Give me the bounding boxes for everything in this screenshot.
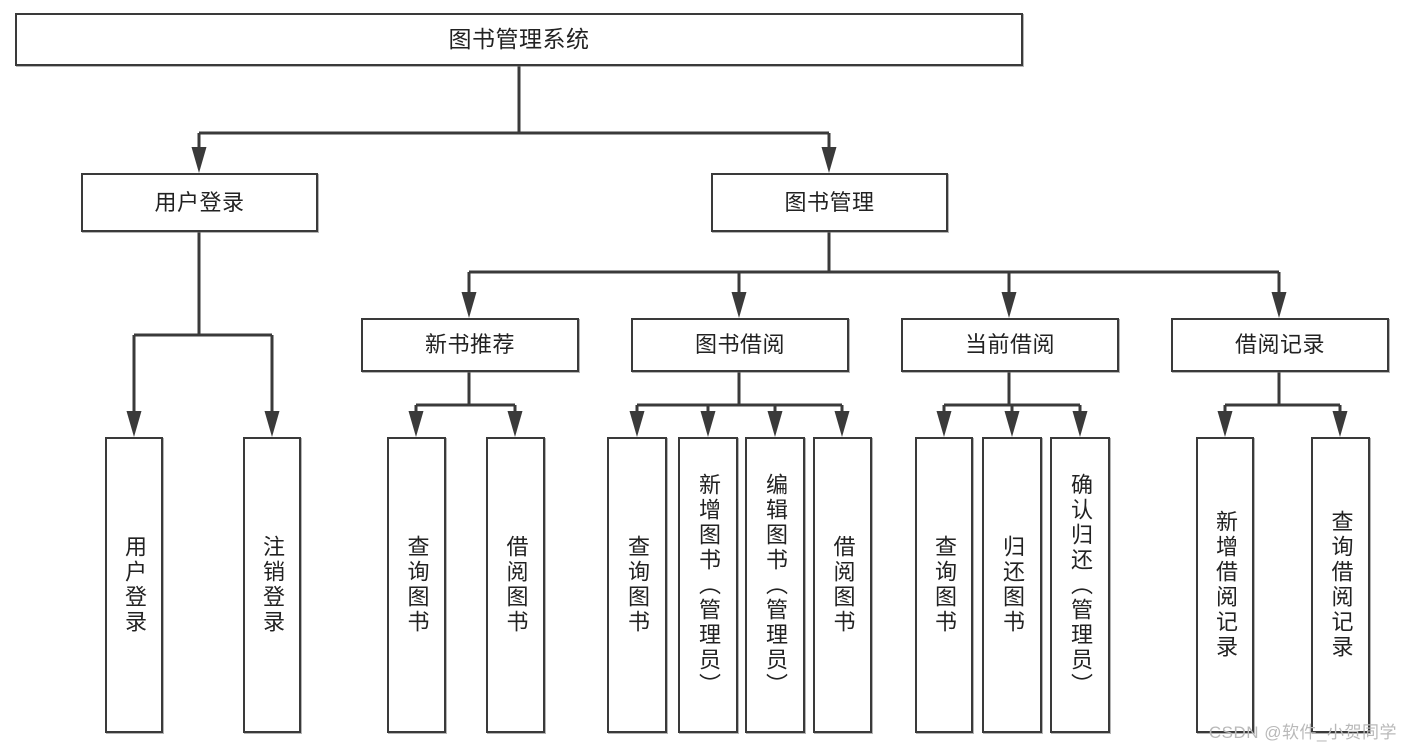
node-label-leaf-add-book: 新增图书（管理员） [696,472,721,698]
arrow-head-user-login-to-leaves-0 [126,411,142,437]
node-book-manage[interactable]: 图书管理 [711,173,948,232]
node-leaf-edit-book[interactable]: 编辑图书（管理员） [745,437,805,733]
node-label-leaf-return-book: 归还图书 [1000,535,1025,635]
arrow-head-book-borrow-to-leaves-3 [834,411,850,437]
arrow-head-book-manage-to-level2-3 [1271,292,1287,318]
node-book-borrow[interactable]: 图书借阅 [631,318,849,372]
node-leaf-query-book-2[interactable]: 查询图书 [607,437,667,733]
arrow-head-new-book-to-leaves-0 [408,411,424,437]
node-label-leaf-query-book-1: 查询图书 [404,535,430,635]
node-label-leaf-query-record: 查询借阅记录 [1328,510,1354,660]
arrow-head-book-borrow-to-leaves-0 [629,411,645,437]
node-leaf-query-book-1[interactable]: 查询图书 [387,437,446,733]
node-leaf-borrow-book-1[interactable]: 借阅图书 [486,437,545,733]
arrow-head-user-login-to-leaves-1 [264,411,280,437]
node-label-user-login: 用户登录 [154,189,245,215]
node-label-borrow-record: 借阅记录 [1234,332,1325,358]
node-leaf-user-login[interactable]: 用户登录 [105,437,163,733]
arrow-head-current-borrow-to-leaves-1 [1004,411,1020,437]
arrow-head-borrow-record-to-leaves-0 [1217,411,1233,437]
node-leaf-add-book[interactable]: 新增图书（管理员） [678,437,738,733]
arrow-head-book-manage-to-level2-1 [731,292,747,318]
node-label-leaf-borrow-book-2: 借阅图书 [830,535,856,635]
arrow-head-book-borrow-to-leaves-1 [700,411,716,437]
node-label-leaf-query-book-2: 查询图书 [625,535,650,635]
node-label-root: 图书管理系统 [448,25,590,52]
arrow-head-book-manage-to-level2-0 [461,292,477,318]
node-user-login[interactable]: 用户登录 [81,173,318,232]
node-new-book-recommend[interactable]: 新书推荐 [361,318,579,372]
node-label-leaf-edit-book: 编辑图书（管理员） [763,472,788,698]
arrow-head-root-to-level1-0 [191,147,207,173]
node-label-current-borrow: 当前借阅 [964,332,1055,358]
node-leaf-add-record[interactable]: 新增借阅记录 [1196,437,1254,733]
node-label-book-borrow: 图书借阅 [694,332,785,358]
arrow-head-book-manage-to-level2-2 [1001,292,1017,318]
node-label-leaf-user-logout: 注销登录 [260,535,285,635]
arrow-head-new-book-to-leaves-1 [507,411,523,437]
node-leaf-query-book-3[interactable]: 查询图书 [915,437,973,733]
arrow-head-current-borrow-to-leaves-2 [1072,411,1088,437]
arrow-head-borrow-record-to-leaves-1 [1332,411,1348,437]
csdn-watermark: CSDN @软件_小贺同学 [1208,723,1397,742]
node-label-new-book-recommend: 新书推荐 [424,332,515,358]
node-borrow-record[interactable]: 借阅记录 [1171,318,1389,372]
node-label-leaf-user-login: 用户登录 [122,535,147,635]
node-label-book-manage: 图书管理 [784,189,875,215]
node-leaf-confirm-return[interactable]: 确认归还（管理员） [1050,437,1110,733]
node-label-leaf-confirm-return: 确认归还（管理员） [1068,472,1093,698]
node-leaf-borrow-book-2[interactable]: 借阅图书 [813,437,872,733]
node-current-borrow[interactable]: 当前借阅 [901,318,1119,372]
node-label-leaf-add-record: 新增借阅记录 [1213,510,1238,660]
node-label-leaf-borrow-book-1: 借阅图书 [503,535,529,635]
node-leaf-query-record[interactable]: 查询借阅记录 [1311,437,1370,733]
node-label-leaf-query-book-3: 查询图书 [932,535,957,635]
node-leaf-user-logout[interactable]: 注销登录 [243,437,301,733]
node-leaf-return-book[interactable]: 归还图书 [982,437,1042,733]
arrow-head-root-to-level1-1 [821,147,837,173]
arrow-head-current-borrow-to-leaves-0 [936,411,952,437]
arrow-head-book-borrow-to-leaves-2 [767,411,783,437]
node-root[interactable]: 图书管理系统 [15,13,1023,66]
